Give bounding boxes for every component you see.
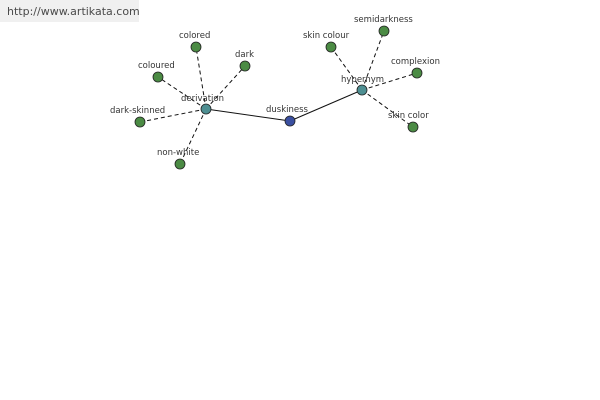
node-dark[interactable]: [239, 60, 251, 72]
edge-derivation-dark: [205, 65, 246, 110]
node-colored[interactable]: [190, 41, 202, 53]
edge-hypernym-complexion: [361, 72, 418, 91]
url-watermark-text: http://www.artikata.com: [7, 5, 140, 18]
edge-derivation-colored: [195, 46, 207, 110]
edge-derivation-coloured: [157, 76, 207, 110]
label-duskiness: duskiness: [266, 105, 309, 115]
label-derivation: derivation: [181, 94, 224, 104]
label-non-white: non-white: [157, 148, 199, 158]
edge-hypernym: [289, 89, 363, 122]
edge-hypernym-skin-colour: [330, 46, 363, 91]
node-coloured[interactable]: [152, 71, 164, 83]
label-dark-skinned: dark-skinned: [110, 106, 165, 116]
graph-labels: duskiness derivation colored dark coloured da…: [110, 15, 440, 158]
label-skin-colour: skin colour: [303, 31, 350, 41]
node-duskiness[interactable]: [284, 115, 296, 127]
graph-nodes: [134, 25, 423, 170]
edge-hypernym-skin-color: [361, 89, 414, 128]
label-coloured: coloured: [138, 61, 175, 71]
node-skin-color[interactable]: [407, 121, 419, 133]
graph-edges: [139, 30, 418, 165]
url-watermark-bar: http://www.artikata.com: [0, 0, 140, 22]
edge-hypernym-semidarkness: [361, 30, 385, 91]
label-complexion: complexion: [391, 57, 440, 67]
node-derivation[interactable]: [200, 103, 212, 115]
node-hypernym[interactable]: [356, 84, 368, 96]
label-semidarkness: semidarkness: [354, 15, 413, 25]
label-hypernym: hypernym: [341, 75, 384, 85]
node-skin-colour[interactable]: [325, 41, 337, 53]
edge-derivation-non-white: [179, 108, 207, 165]
edge-derivation-dark-skinned: [139, 108, 207, 123]
node-semidarkness[interactable]: [378, 25, 390, 37]
label-dark: dark: [235, 50, 254, 60]
node-complexion[interactable]: [411, 67, 423, 79]
node-non-white[interactable]: [174, 158, 186, 170]
edge-derivation: [205, 108, 291, 122]
label-colored: colored: [179, 31, 210, 41]
label-skin-color: skin color: [388, 111, 429, 121]
node-dark-skinned[interactable]: [134, 116, 146, 128]
